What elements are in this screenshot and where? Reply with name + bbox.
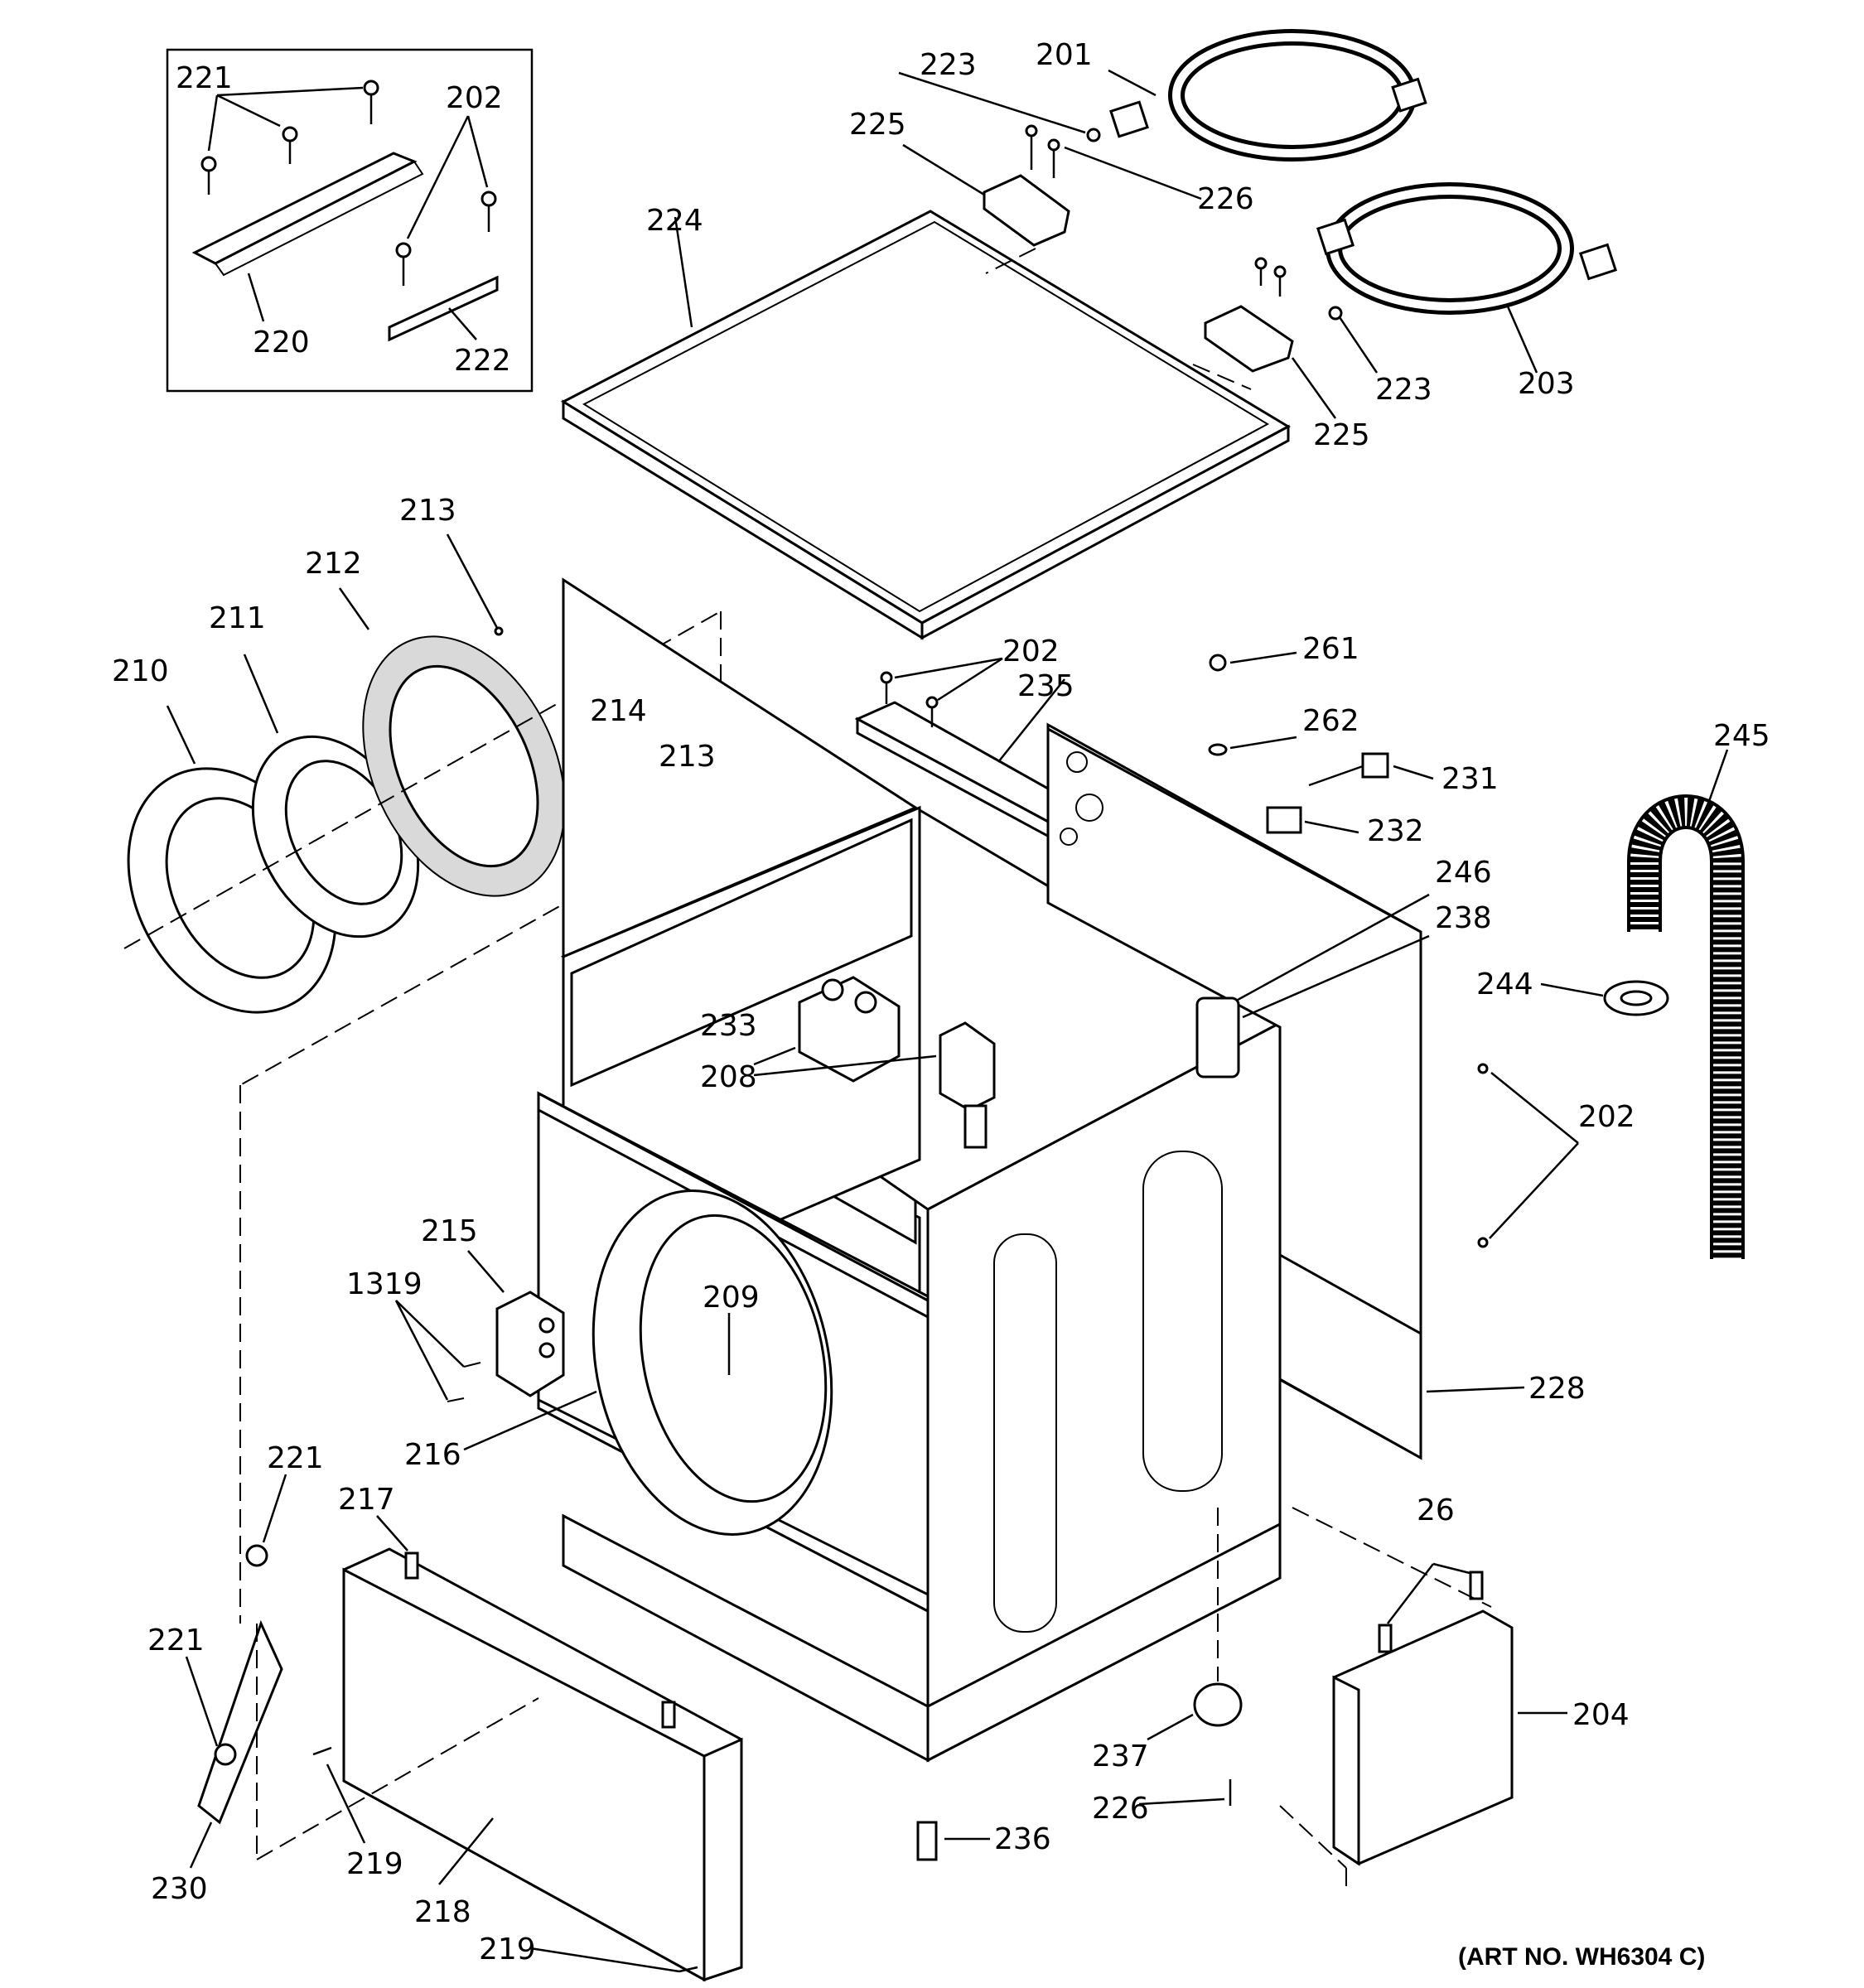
part-219-screws <box>312 1746 698 1973</box>
part-226-screw-lower <box>1138 1779 1232 1806</box>
callout-26: 26 <box>1417 1493 1455 1527</box>
callout-203: 203 <box>1518 367 1575 401</box>
part-232-thermistor <box>1266 806 1359 834</box>
callout-213: 213 <box>659 740 716 774</box>
cabinet-front-door-opening <box>537 1091 930 1614</box>
callout-245: 245 <box>1713 719 1770 753</box>
callout-262: 262 <box>1302 704 1359 738</box>
callout-221: 221 <box>147 1624 205 1657</box>
inset-screws <box>200 80 497 286</box>
part-244-gasket <box>1540 980 1669 1016</box>
callout-204: 204 <box>1572 1698 1630 1732</box>
callout-212: 212 <box>305 547 362 581</box>
callout-217: 217 <box>338 1483 395 1517</box>
callout-202: 202 <box>1002 635 1060 668</box>
part-218-kick-panel <box>342 1547 743 1982</box>
part-201-inlet-hose <box>1108 29 1427 162</box>
part-224-top-cover <box>560 210 1292 640</box>
part-225-bracket-upper <box>902 143 1070 274</box>
callout-231: 231 <box>1441 762 1499 796</box>
part-230-bracket <box>189 1619 283 1869</box>
part-245-drain-hose <box>1627 749 1745 1259</box>
part-202-right-screws <box>1477 1063 1579 1248</box>
part-215-door-lock <box>467 1250 565 1397</box>
part-203-inlet-hose <box>1316 182 1618 374</box>
callout-208-visible: 208 <box>700 1060 757 1094</box>
callout-202: 202 <box>1578 1100 1635 1134</box>
callout-230: 230 <box>151 1872 208 1906</box>
part-1319-screws <box>394 1300 481 1402</box>
part-212-door-frame <box>338 587 566 897</box>
part-204-cover <box>1332 1609 1567 1866</box>
inset-panel <box>166 48 534 393</box>
callout-221: 221 <box>176 61 233 95</box>
callout-224: 224 <box>646 204 703 238</box>
callout-213: 213 <box>399 494 456 528</box>
callout-209: 209 <box>703 1281 760 1315</box>
part-228-rear-panel <box>1046 726 1525 1460</box>
callout-232: 232 <box>1367 814 1424 848</box>
callout-226: 226 <box>1092 1792 1149 1826</box>
callout-223: 223 <box>920 48 977 82</box>
callout-261: 261 <box>1302 632 1359 666</box>
callout-220: 220 <box>253 326 310 359</box>
part-238-damper <box>1195 934 1430 1078</box>
callout-216: 216 <box>404 1438 461 1472</box>
art-number: (ART NO. WH6304 C) <box>1458 1943 1705 1971</box>
callout-1319: 1319 <box>346 1267 423 1301</box>
part-217-clips <box>376 1515 676 1729</box>
callout-226: 226 <box>1197 182 1254 216</box>
callout-233: 233 <box>700 1009 757 1043</box>
callout-225: 225 <box>1313 418 1370 452</box>
part-222-bracket <box>388 275 499 342</box>
callout-215: 215 <box>421 1214 478 1248</box>
callout-210: 210 <box>112 654 169 688</box>
callout-202: 202 <box>446 81 503 115</box>
part-226-screws <box>1025 124 1287 297</box>
leader-216 <box>463 1390 597 1451</box>
part-261-nut <box>1209 651 1297 672</box>
callout-228: 228 <box>1528 1372 1586 1406</box>
callout-219: 219 <box>479 1933 536 1966</box>
part-223-screws <box>898 71 1379 374</box>
part-220-bracket <box>191 152 418 265</box>
callout-244: 244 <box>1476 967 1533 1001</box>
callout-211: 211 <box>209 601 266 635</box>
callout-237: 237 <box>1092 1740 1149 1773</box>
callout-214: 214 <box>590 694 647 728</box>
part-26-screws <box>1378 1562 1484 1653</box>
callout-219: 219 <box>346 1847 403 1881</box>
callout-218: 218 <box>414 1895 471 1929</box>
part-221-screws-lower <box>185 1474 287 1766</box>
part-225-bracket-lower <box>1192 305 1337 419</box>
part-233-water-valve <box>753 976 901 1083</box>
part-208-pressure-switch <box>753 1021 996 1149</box>
part-237-damper <box>1147 1682 1243 1741</box>
callout-236: 236 <box>994 1822 1051 1856</box>
part-231-wire-harness <box>1308 752 1434 787</box>
callout-222: 222 <box>454 344 511 378</box>
callout-221: 221 <box>267 1441 324 1475</box>
callout-246: 246 <box>1435 856 1492 890</box>
callout-235: 235 <box>1017 669 1074 703</box>
callout-223: 223 <box>1375 373 1432 407</box>
part-262-washer <box>1208 736 1297 756</box>
callout-201: 201 <box>1036 38 1093 72</box>
part-202-top-screws <box>880 657 1003 727</box>
part-236-foot <box>916 1821 990 1861</box>
callout-225: 225 <box>849 108 906 142</box>
callout-238: 238 <box>1435 901 1492 935</box>
